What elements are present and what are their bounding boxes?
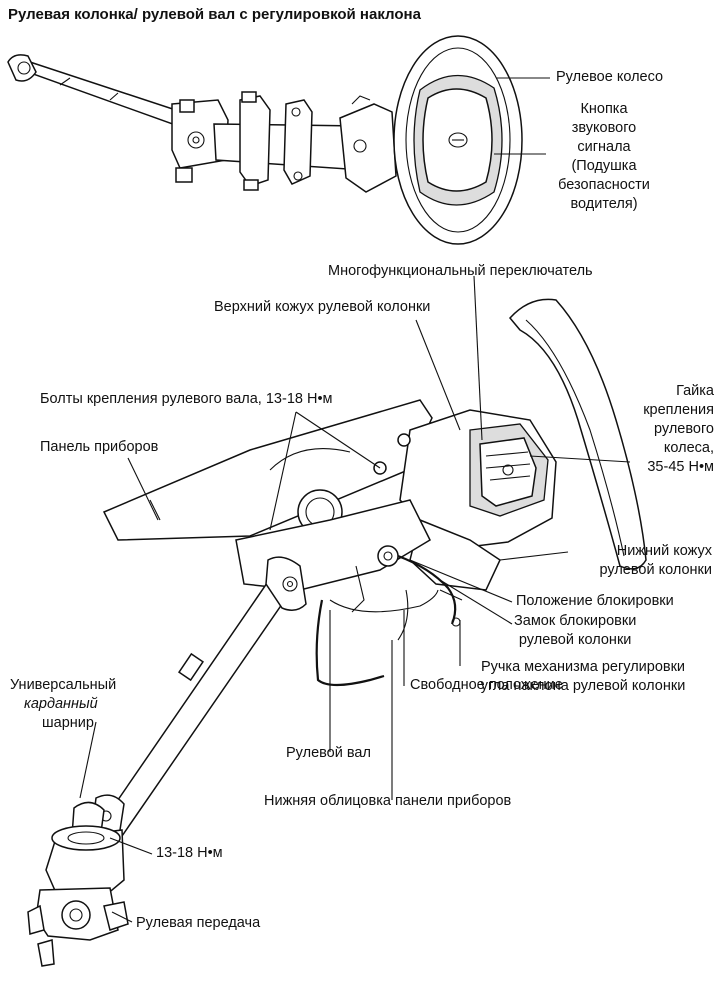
label-column-lock-line: рулевой колонки — [518, 632, 632, 648]
label-multifunction-switch: Многофункциональный переключатель — [328, 263, 593, 279]
label-horn-button-line: сигнала — [577, 139, 631, 155]
label-lower-cover: Нижний кожух рулевой колонки — [550, 542, 712, 580]
label-column-lock: Замок блокировки рулевой колонки — [514, 612, 636, 650]
label-column-lock-line: Замок блокировки — [514, 613, 637, 629]
label-universal-joint-line: Универсальный — [10, 677, 117, 693]
label-horn-button-line: звукового — [571, 120, 637, 136]
label-wheel-nut-line: 35-45 Н•м — [647, 459, 714, 475]
label-lower-panel-trim: Нижняя облицовка панели приборов — [264, 793, 512, 809]
label-universal-joint-line: шарнир — [42, 715, 94, 731]
label-wheel-nut: Гайка крепления рулевого колеса, 35-45 Н… — [590, 382, 714, 477]
label-shaft-bolts: Болты крепления рулевого вала, 13-18 Н•м — [40, 391, 333, 407]
label-wheel-nut-line: рулевого — [654, 421, 714, 437]
top-steering-column-assembly — [7, 35, 523, 245]
bottom-leader-lines — [79, 275, 631, 923]
label-wheel-nut-line: Гайка — [676, 383, 714, 399]
label-wheel-nut-line: колеса, — [663, 440, 714, 456]
label-horn-button-line: Кнопка — [580, 101, 628, 117]
label-universal-joint-line: карданный — [24, 696, 98, 712]
label-lower-cover-line: рулевой колонки — [599, 562, 712, 578]
top-leader-lines — [494, 77, 550, 155]
label-tilt-lever-line: Ручка механизма регулировки — [480, 659, 686, 675]
label-universal-joint: Универсальный карданный шарнир — [10, 676, 116, 733]
diagram-title: Рулевая колонка/ рулевой вал с регулиров… — [8, 6, 421, 23]
label-steering-wheel: Рулевое колесо — [556, 69, 664, 85]
label-wheel-nut-line: крепления — [643, 402, 714, 418]
label-lock-position: Положение блокировки — [516, 593, 674, 609]
label-horn-button: Кнопка звукового сигнала (Подушка безопа… — [544, 100, 664, 214]
label-free-position: Свободное положение — [410, 677, 563, 693]
label-horn-button-line: (Подушка — [571, 158, 637, 174]
label-upper-cover: Верхний кожух рулевой колонки — [214, 299, 431, 315]
label-horn-button-line: водителя) — [570, 196, 638, 212]
label-horn-button-line: безопасности — [558, 177, 650, 193]
label-tilt-lever-line: угла наклона рулевой колонки — [480, 678, 686, 694]
label-tilt-lever: Ручка механизма регулировки угла наклона… — [450, 658, 716, 696]
label-dashboard: Панель приборов — [40, 439, 159, 455]
label-steering-shaft: Рулевой вал — [286, 745, 371, 761]
bottom-steering-column-assembly — [27, 298, 647, 967]
label-lower-cover-line: Нижний кожух — [616, 543, 712, 559]
label-steering-gear: Рулевая передача — [136, 915, 261, 931]
label-torque-gear: 13-18 Н•м — [156, 845, 223, 861]
